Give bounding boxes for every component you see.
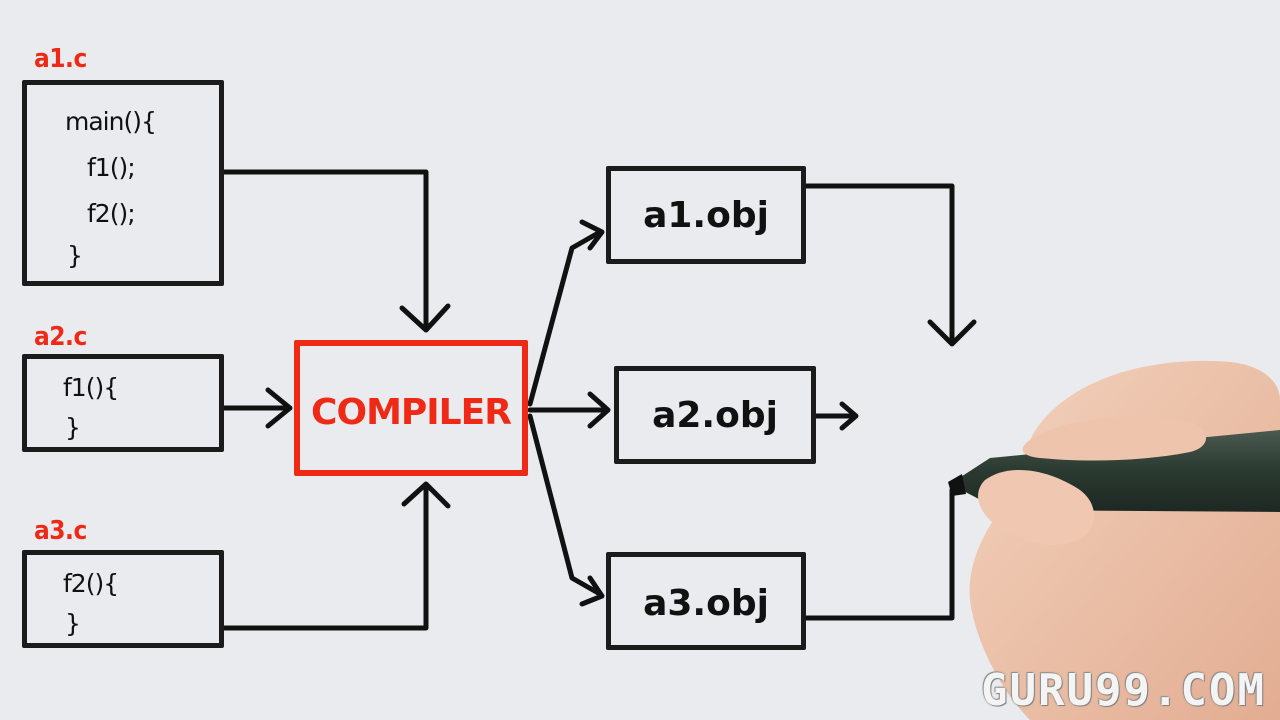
code-line: f2(){: [63, 569, 119, 598]
file-label-a1c: a1.c: [34, 44, 87, 74]
code-line: }: [65, 413, 81, 442]
compiler-label: COMPILER: [311, 392, 512, 433]
finger-shape: [1022, 416, 1207, 461]
object-box-a2obj: a2.obj: [614, 366, 816, 464]
arrow-compiler-to-a3obj: [527, 413, 603, 597]
code-line: f2();: [87, 199, 136, 228]
source-box-a1c: main(){ f1(); f2(); }: [22, 80, 224, 286]
object-box-a3obj: a3.obj: [606, 552, 806, 650]
source-box-a2c: f1(){ }: [22, 354, 224, 452]
file-label-a2c: a2.c: [34, 322, 87, 352]
object-label: a2.obj: [652, 395, 778, 436]
arrow-a1obj-to-linker: [803, 183, 955, 343]
file-label-a3c: a3.c: [34, 516, 87, 546]
code-line: }: [65, 609, 81, 638]
watermark: GURU99.COM: [981, 665, 1266, 716]
object-box-a1obj: a1.obj: [606, 166, 806, 264]
source-box-a3c: f2(){ }: [22, 550, 224, 648]
thumb-shape: [978, 469, 1095, 545]
arrow-a1c-to-compiler: [221, 169, 429, 329]
arrow-compiler-to-a1obj: [527, 229, 603, 407]
object-label: a1.obj: [643, 195, 769, 236]
code-line: f1(){: [63, 373, 119, 402]
code-line: main(){: [65, 107, 157, 136]
arrow-a3c-to-compiler: [221, 485, 429, 631]
object-label: a3.obj: [643, 583, 769, 624]
code-line: }: [67, 241, 83, 270]
code-line: f1();: [87, 153, 136, 182]
compiler-box: COMPILER: [294, 340, 528, 476]
